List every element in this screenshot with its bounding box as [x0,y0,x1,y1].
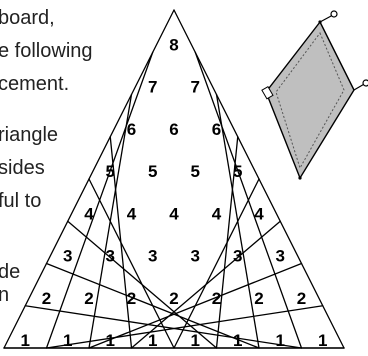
board-cell-number: 2 [297,289,306,308]
board-cell-number: 2 [254,289,263,308]
board-cell-number: 3 [233,247,242,266]
lattice-line-left [68,221,217,348]
board-cell-number: 1 [191,331,200,350]
board-cell-number: 6 [169,120,178,139]
board-cell-number: 6 [127,120,136,139]
board-cell-number: 5 [191,162,200,181]
board-cell-number: 4 [127,204,137,223]
board-cell-number: 3 [191,247,200,266]
board-cell-number: 1 [148,331,157,350]
board-cell-number: 3 [276,247,285,266]
board-cell-number: 1 [63,331,72,350]
board-cell-number: 1 [21,331,30,350]
board-cell-number: 1 [318,331,327,350]
board-cell-number: 4 [84,204,94,223]
board-cell-number: 2 [42,289,51,308]
board-cell-number: 4 [212,204,222,223]
vertex-dot [298,176,301,179]
board-cell-number: 7 [148,78,157,97]
board-cell-number: 3 [63,247,72,266]
vertex-dot [318,20,321,23]
board-cell-number: 8 [169,35,178,54]
board-cell-number: 1 [106,331,115,350]
board-cell-number: 4 [254,204,264,223]
board-cell-number: 4 [169,204,179,223]
diamond-piece-shape[interactable] [266,22,354,178]
lattice-line-right [217,95,260,349]
board-cell-number: 5 [233,162,242,181]
board-cell-number: 2 [212,289,221,308]
diamond-piece[interactable] [262,11,368,180]
board-cell-number: 2 [84,289,93,308]
board-cell-number: 1 [276,331,285,350]
board-cell-number: 2 [127,289,136,308]
board-cell-number: 5 [106,162,115,181]
board-cell-number: 1 [233,331,242,350]
board-cell-number: 3 [148,247,157,266]
rotate-handle-icon[interactable] [331,11,337,17]
board-cell-number: 5 [148,162,157,181]
board-cell-number: 7 [191,78,200,97]
board-cell-number: 6 [212,120,221,139]
board-cell-number: 3 [106,247,115,266]
rotate-handle-icon[interactable] [363,80,368,86]
board-cell-number: 2 [169,289,178,308]
